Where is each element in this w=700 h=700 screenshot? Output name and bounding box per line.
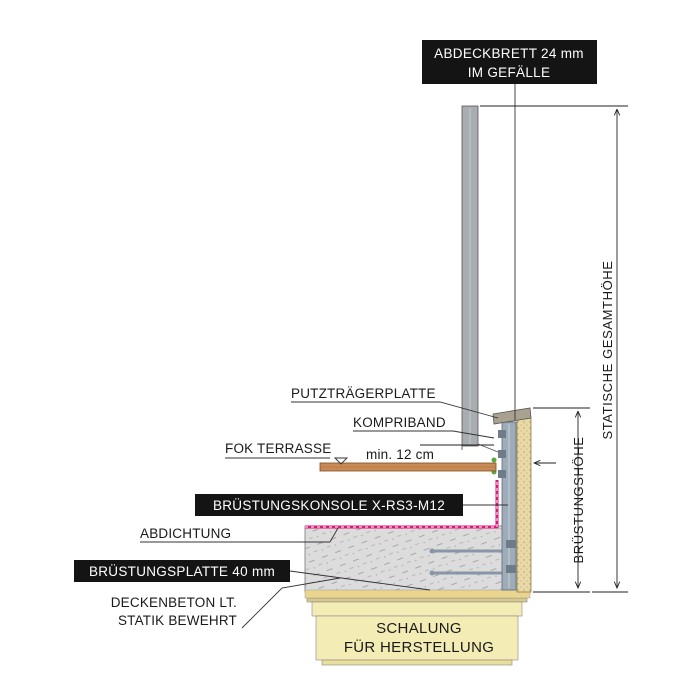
label-balustrade-slab-text: BRÜSTUNGSPLATTE 40 mm: [89, 564, 275, 579]
dimension-balustrade-height-text: BRÜSTUNGSHÖHE: [571, 437, 586, 564]
label-cover-board: ABDECKBRETT 24 mm IM GEFÄLLE: [422, 40, 597, 84]
formwork: SCHALUNG FÜR HERSTELLUNG: [306, 597, 528, 666]
sealing-membrane: [305, 480, 499, 529]
dimension-total-height-text: STATISCHE GESAMTHÖHE: [600, 260, 615, 439]
label-finished-floor-text: FOK TERRASSE: [225, 441, 331, 456]
label-cover-board-line2: IM GEFÄLLE: [468, 65, 551, 80]
label-balustrade-slab: BRÜSTUNGSPLATTE 40 mm: [74, 560, 431, 591]
balustrade-console: [491, 421, 517, 591]
label-render-board-text: PUTZTRÄGERPLATTE: [291, 386, 436, 401]
cover-board: [492, 407, 532, 425]
label-finished-floor: FOK TERRASSE: [225, 441, 349, 465]
label-slab-concrete: DECKENBETON LT. STATIK BEWEHRT: [111, 577, 341, 629]
label-sealing-text: ABDICHTUNG: [140, 526, 231, 541]
insulation-board: [516, 417, 532, 593]
terrace-deck: [319, 462, 497, 472]
label-sealing: ABDICHTUNG: [140, 526, 339, 543]
dimension-total-height: STATISCHE GESAMTHÖHE: [480, 105, 628, 593]
dimension-balustrade-height: BRÜSTUNGSHÖHE: [533, 407, 590, 593]
label-compressive-tape-text: KOMPRIBAND: [353, 415, 446, 430]
label-render-board: PUTZTRÄGERPLATTE: [291, 386, 499, 419]
label-cover-board-line1: ABDECKBRETT 24 mm: [434, 46, 584, 61]
label-compressive-tape: KOMPRIBAND: [353, 415, 495, 439]
label-slab-concrete-line2: STATIK BEWEHRT: [118, 613, 237, 628]
label-slab-concrete-line1: DECKENBETON LT.: [111, 595, 237, 610]
dimension-min-12cm-text: min. 12 cm: [366, 447, 434, 462]
formwork-label-line1: SCHALUNG: [376, 620, 462, 637]
label-balustrade-console: BRÜSTUNGSKONSOLE X-RS3-M12: [195, 494, 508, 516]
formwork-label-line2: FÜR HERSTELLUNG: [344, 638, 494, 656]
railing-post: [461, 105, 499, 453]
label-balustrade-console-text: BRÜSTUNGSKONSOLE X-RS3-M12: [213, 498, 445, 513]
dimension-min-12cm: min. 12 cm: [366, 444, 494, 462]
concrete-slab: [304, 525, 531, 599]
